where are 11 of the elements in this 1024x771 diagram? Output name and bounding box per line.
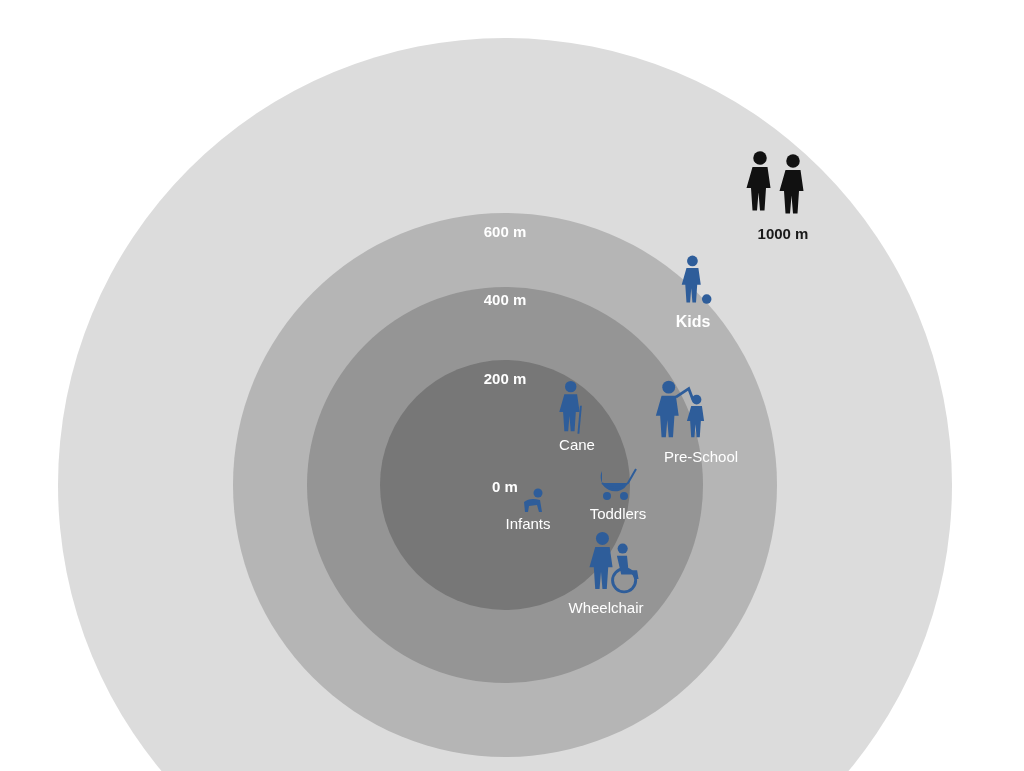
- distance-label: 0 m: [492, 478, 518, 495]
- group-label: Pre-School: [663, 448, 739, 465]
- group-label: Toddlers: [589, 505, 647, 522]
- distance-label: 1000 m: [757, 225, 809, 242]
- group-label: Cane: [559, 436, 595, 453]
- group-label: Wheelchair: [568, 599, 644, 616]
- group-label: Infants: [505, 515, 551, 532]
- distance-label: 200 m: [483, 370, 527, 387]
- distance-label: 600 m: [483, 223, 527, 240]
- distance-label: 400 m: [483, 291, 527, 308]
- group-label: Kids: [675, 313, 711, 331]
